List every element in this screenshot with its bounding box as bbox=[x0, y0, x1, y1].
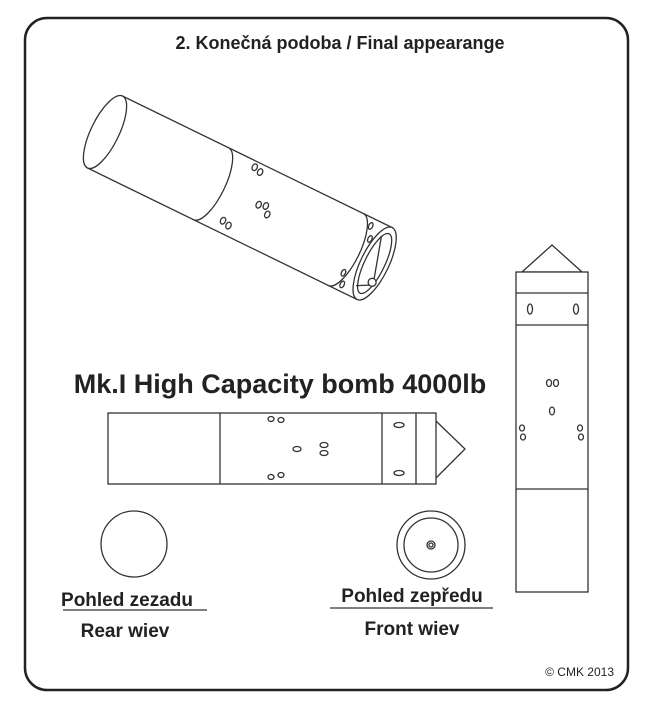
front-view-circles bbox=[396, 510, 466, 580]
front-view-label-cz: Pohled zepředu bbox=[341, 586, 482, 607]
front-view-label-en: Front wiev bbox=[364, 619, 459, 640]
diagram-title: 2. Konečná podoba / Final appearange bbox=[175, 33, 504, 53]
bomb-title: Mk.I High Capacity bomb 4000lb bbox=[74, 369, 487, 399]
bomb-side-view bbox=[107, 412, 466, 485]
bomb-isometric-view bbox=[82, 94, 397, 301]
frame-border bbox=[23, 16, 630, 692]
rear-view-label-cz: Pohled zezadu bbox=[61, 590, 193, 611]
bomb-top-view bbox=[515, 244, 589, 593]
copyright: © CMK 2013 bbox=[545, 665, 614, 679]
rear-view-label-en: Rear wiev bbox=[81, 621, 170, 642]
rear-view-circle bbox=[100, 510, 168, 578]
